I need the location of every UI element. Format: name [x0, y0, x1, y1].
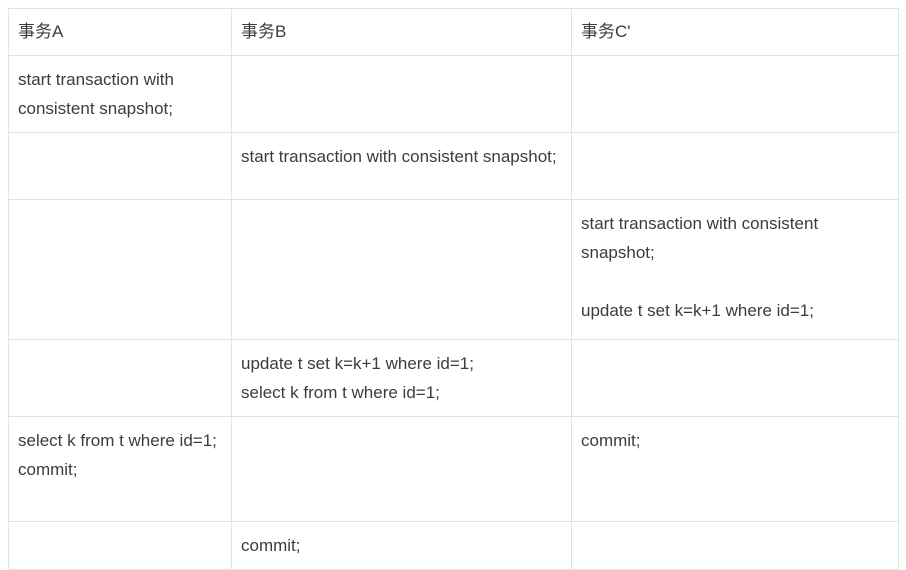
table-body: start transaction with consistent snapsh… — [8, 55, 899, 570]
cell-a-3 — [8, 199, 232, 340]
table-row: start transaction with consistent snapsh… — [8, 55, 899, 133]
table-row: select k from t where id=1; commit; comm… — [8, 416, 899, 522]
table-header-row: 事务A 事务B 事务C' — [8, 8, 899, 56]
cell-b-4: update t set k=k+1 where id=1; select k … — [231, 339, 572, 417]
table-row: update t set k=k+1 where id=1; select k … — [8, 339, 899, 417]
cell-a-5: select k from t where id=1; commit; — [8, 416, 232, 522]
cell-c-1 — [571, 55, 899, 133]
cell-a-6 — [8, 521, 232, 570]
cell-b-1 — [231, 55, 572, 133]
cell-c-4 — [571, 339, 899, 417]
cell-b-5 — [231, 416, 572, 522]
table-row: start transaction with consistent snapsh… — [8, 132, 899, 200]
cell-text: commit; — [581, 431, 641, 450]
cell-a-1: start transaction with consistent snapsh… — [8, 55, 232, 133]
table-header: 事务A 事务B 事务C' — [8, 8, 899, 56]
cell-text: select k from t where id=1; commit; — [18, 431, 217, 479]
cell-b-6: commit; — [231, 521, 572, 570]
cell-c-3: start transaction with consistent snapsh… — [571, 199, 899, 340]
transaction-timeline-table: 事务A 事务B 事务C' start transaction with cons… — [8, 8, 899, 570]
cell-b-2: start transaction with consistent snapsh… — [231, 132, 572, 200]
cell-c-5: commit; — [571, 416, 899, 522]
cell-text: update t set k=k+1 where id=1; select k … — [241, 354, 474, 402]
cell-a-4 — [8, 339, 232, 417]
cell-text: start transaction with consistent snapsh… — [581, 214, 819, 320]
table-row: start transaction with consistent snapsh… — [8, 199, 899, 340]
cell-b-3 — [231, 199, 572, 340]
column-header-transaction-a: 事务A — [8, 8, 232, 56]
column-header-transaction-c: 事务C' — [571, 8, 899, 56]
table-row: commit; — [8, 521, 899, 570]
cell-a-2 — [8, 132, 232, 200]
cell-text: start transaction with consistent snapsh… — [241, 147, 557, 166]
cell-text: commit; — [241, 536, 301, 555]
cell-text: start transaction with consistent snapsh… — [18, 70, 179, 118]
column-header-transaction-b: 事务B — [231, 8, 572, 56]
cell-c-2 — [571, 132, 899, 200]
cell-c-6 — [571, 521, 899, 570]
